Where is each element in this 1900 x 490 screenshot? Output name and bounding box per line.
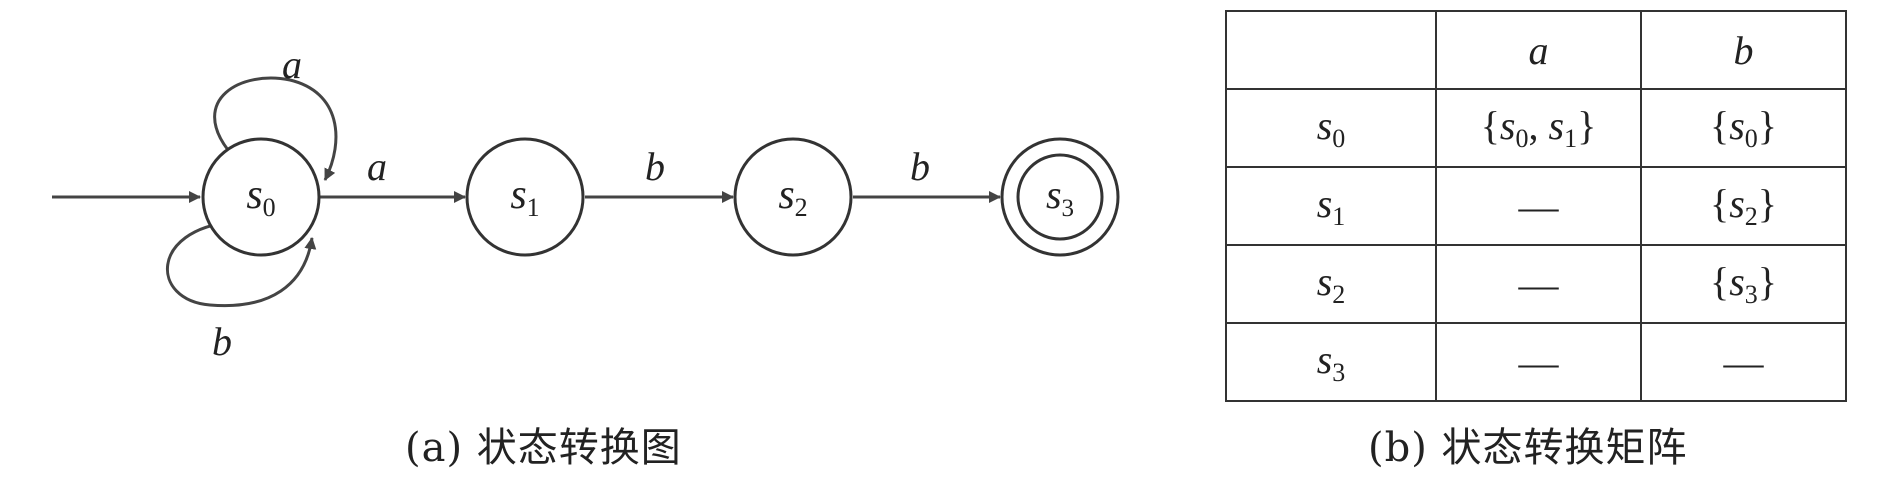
state-transition-matrix: a b s0 {s0, s1} {s0} s1 — {s2} s2 — {s3}…	[1225, 10, 1847, 402]
diagram-caption: (a) 状态转换图	[405, 425, 682, 471]
svg-text:s3: s3	[1046, 172, 1074, 222]
state-s3-accepting: s3	[1000, 137, 1120, 257]
matrix-row-label: s3	[1225, 322, 1437, 402]
self-loop-b-label: b	[212, 319, 232, 364]
matrix-cell-s0-b: {s0}	[1640, 88, 1847, 168]
matrix-cell-s2-b: {s3}	[1640, 244, 1847, 324]
matrix-row-s1: s1 — {s2}	[1225, 166, 1847, 246]
matrix-cell-s2-a: —	[1435, 244, 1642, 324]
matrix-cell-s3-a: —	[1435, 322, 1642, 402]
matrix-cell-s0-a: {s0, s1}	[1435, 88, 1642, 168]
state-s2: s2	[733, 137, 853, 257]
self-loop-a	[213, 76, 338, 181]
matrix-caption: (b) 状态转换矩阵	[1368, 425, 1688, 471]
matrix-header-row: a b	[1225, 10, 1847, 90]
svg-text:s2: s2	[778, 172, 807, 222]
self-loop-b	[165, 220, 317, 308]
state-s0: s0	[201, 137, 321, 257]
state-transition-diagram: a b a b b s0 s1 s2 s3	[52, 42, 1120, 364]
matrix-row-s3: s3 — —	[1225, 322, 1847, 402]
self-loop-a-label: a	[282, 42, 302, 87]
matrix-header-b: b	[1640, 10, 1847, 90]
matrix-cell-s1-a: —	[1435, 166, 1642, 246]
transition-s0-s1-label: a	[367, 144, 387, 189]
transition-s2-s3-label: b	[910, 144, 930, 189]
svg-text:s0: s0	[246, 172, 275, 222]
matrix-corner-cell	[1225, 10, 1437, 90]
matrix-row-s0: s0 {s0, s1} {s0}	[1225, 88, 1847, 168]
matrix-cell-s1-b: {s2}	[1640, 166, 1847, 246]
svg-text:s1: s1	[510, 172, 539, 222]
state-s1: s1	[465, 137, 585, 257]
matrix-cell-s3-b: —	[1640, 322, 1847, 402]
matrix-row-label: s1	[1225, 166, 1437, 246]
matrix-row-label: s0	[1225, 88, 1437, 168]
matrix-header-a: a	[1435, 10, 1642, 90]
matrix-row-label: s2	[1225, 244, 1437, 324]
matrix-row-s2: s2 — {s3}	[1225, 244, 1847, 324]
transition-s1-s2-label: b	[645, 144, 665, 189]
